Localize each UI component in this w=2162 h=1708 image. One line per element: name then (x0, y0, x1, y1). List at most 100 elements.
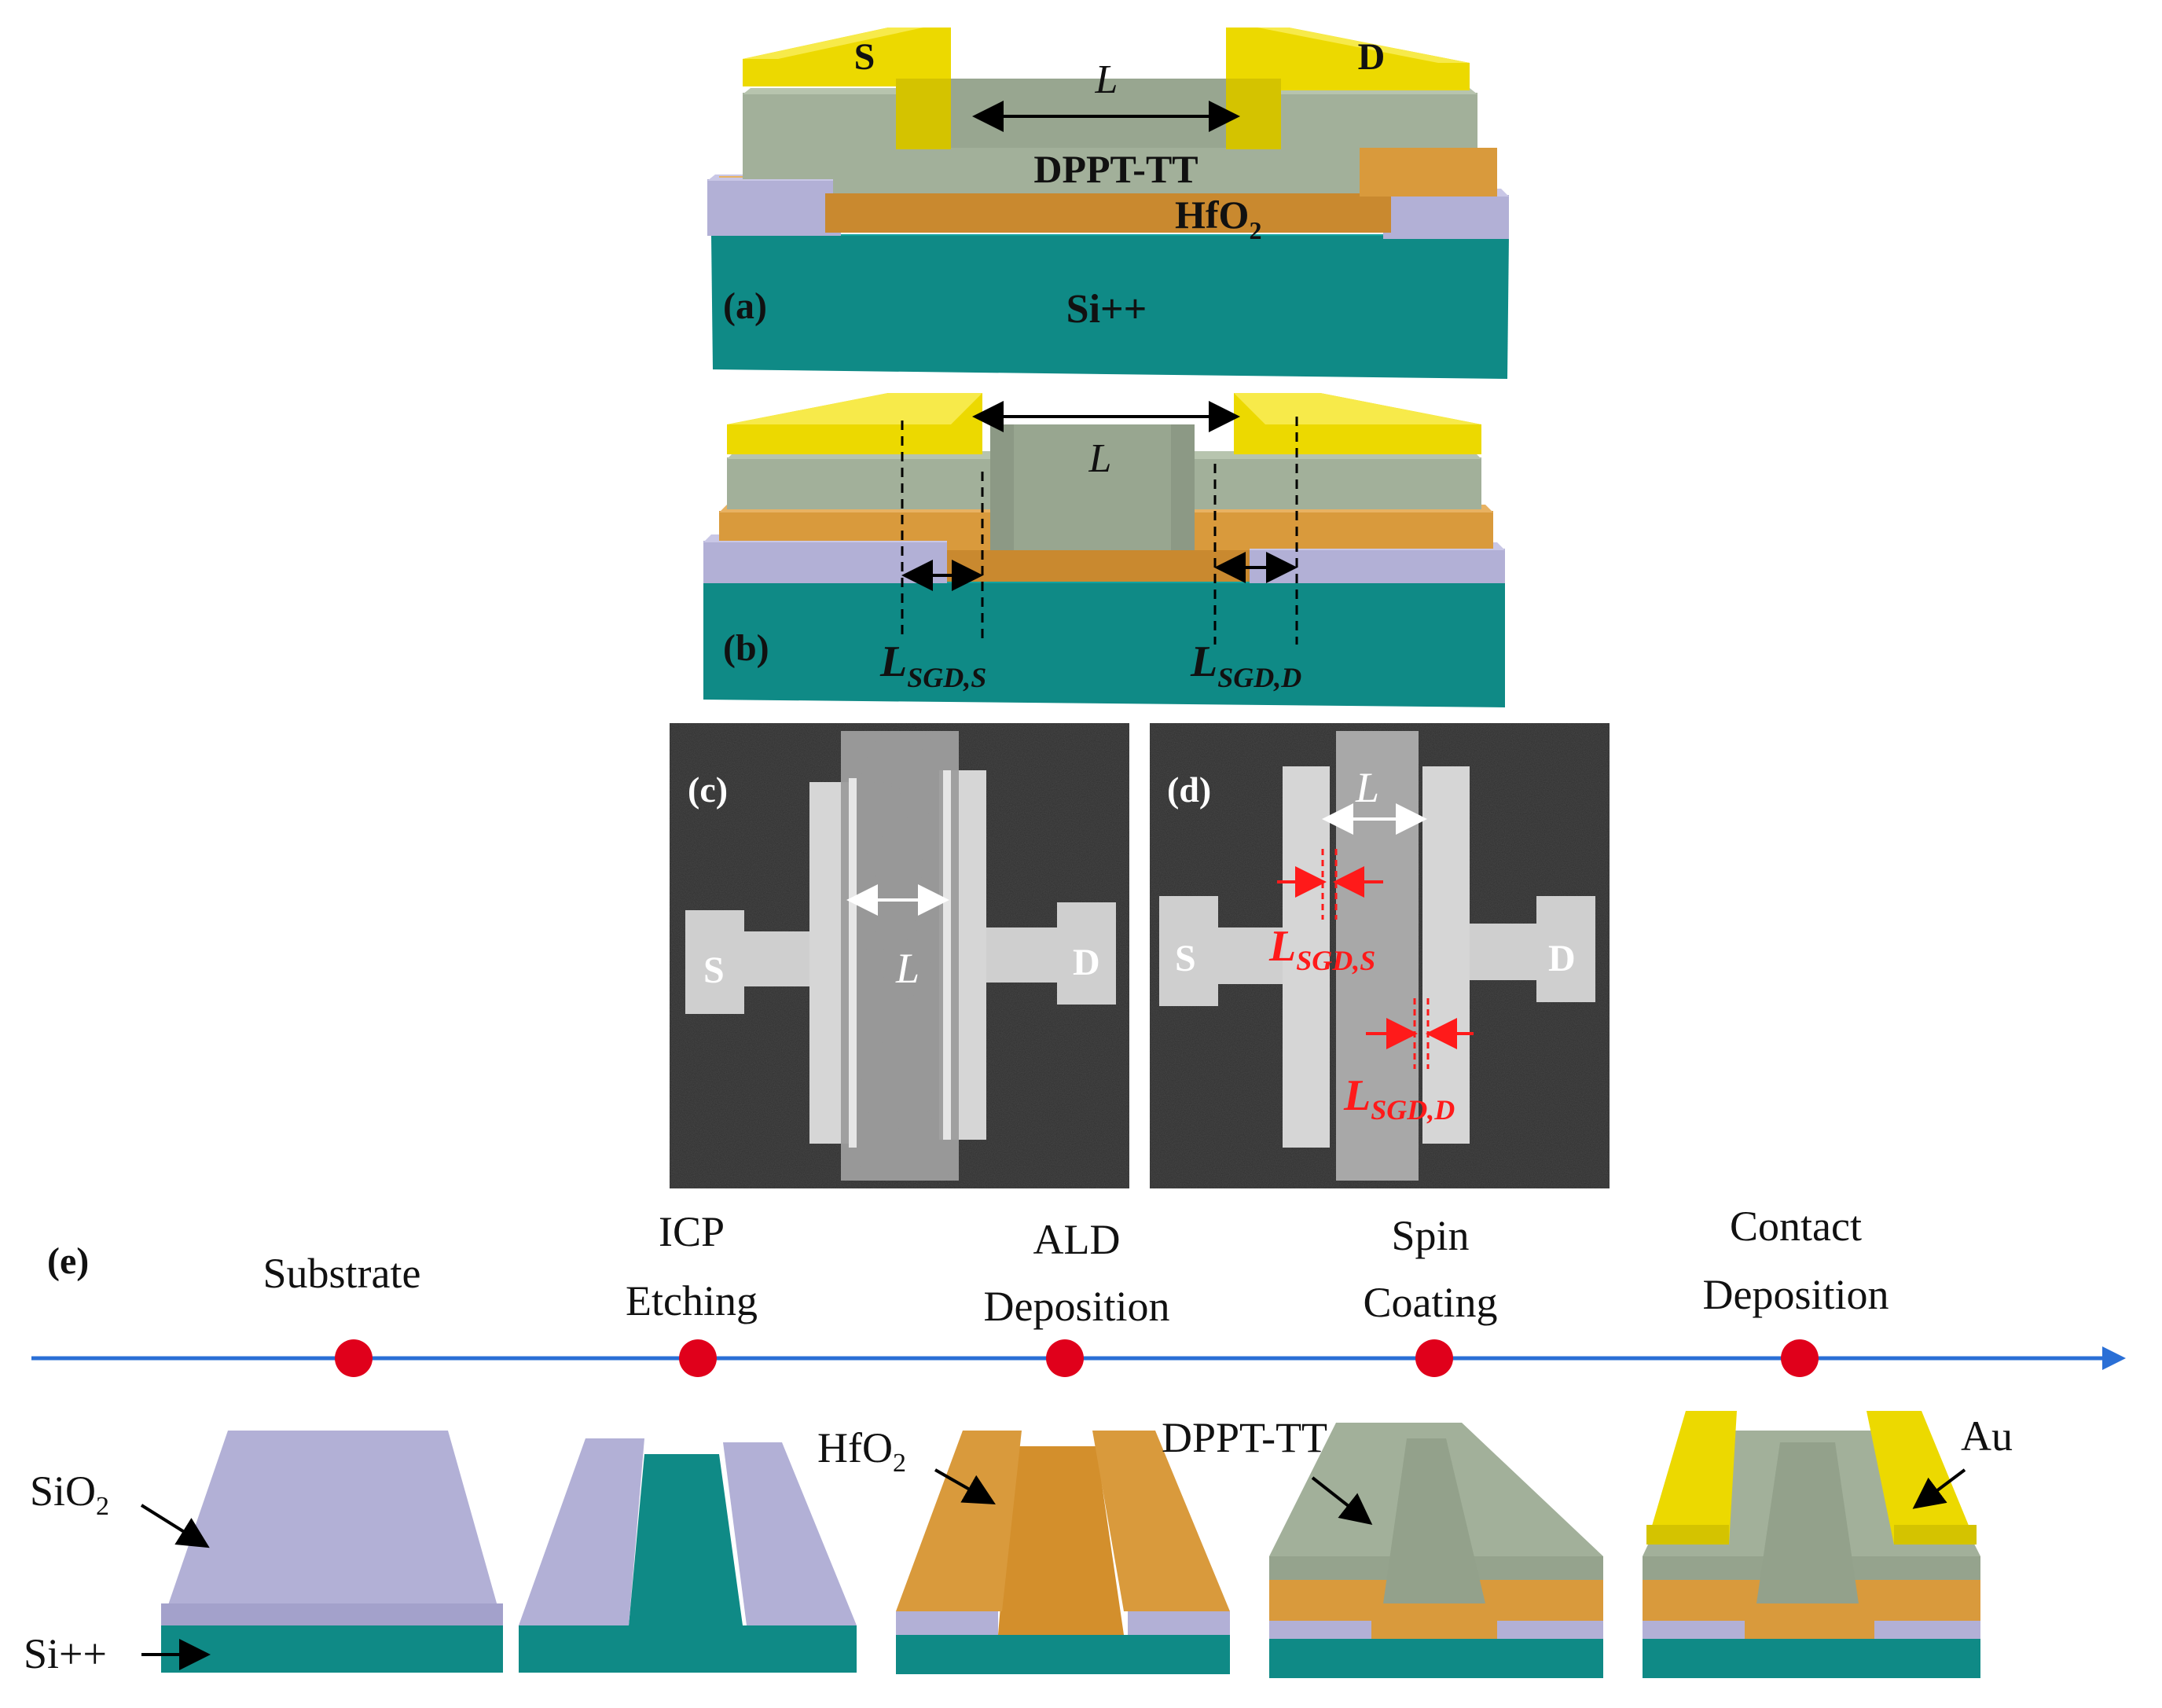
d-lsgd-d-main: L (1343, 1071, 1371, 1120)
e5-sio2-right (1874, 1621, 1980, 1639)
e5-gold-left (1646, 1411, 1737, 1545)
e-tag: (e) (47, 1240, 89, 1282)
c-drain-label: D (1073, 942, 1100, 983)
e5-sio2-left (1643, 1621, 1745, 1639)
e3-hfo2-right (1092, 1431, 1230, 1611)
c-source-neck (739, 931, 813, 986)
d-source-neck (1214, 927, 1285, 984)
d-source-pad (1159, 896, 1218, 1006)
e-step-2-line1: ICP (659, 1208, 725, 1255)
e5-gold-right-front (1894, 1525, 1977, 1545)
e-stack-3 (896, 1431, 1230, 1674)
a-length-label: L (1095, 57, 1118, 102)
c-length-label: L (895, 945, 919, 992)
d-length-label: L (1355, 764, 1379, 811)
panel-a: S D L DPPT-TT HfO2 (a) Si++ (707, 28, 1509, 379)
d-lsgd-d-label: LSGD,D (1343, 1071, 1455, 1126)
a-tag: (a) (723, 285, 767, 327)
e5-hfo2 (1643, 1580, 1980, 1639)
e-step-5-line1: Contact (1730, 1203, 1862, 1250)
e-stack-2 (519, 1438, 857, 1673)
b-lsgd-d-sub: SGD,D (1217, 662, 1301, 693)
b-dppt-trench (1014, 424, 1171, 550)
d-lsgd-s-main: L (1268, 922, 1296, 971)
c-source-pad (685, 910, 744, 1014)
b-tag: (b) (723, 627, 769, 669)
a-gold-source-face (896, 79, 951, 149)
d-source-label: S (1175, 938, 1196, 979)
d-drain-pad (1536, 896, 1595, 1002)
e-step-1-line1: Substrate (263, 1250, 421, 1297)
e5-gold-left-front (1646, 1525, 1729, 1545)
e5-dppt-trench (1756, 1442, 1859, 1603)
e1-sio2 (161, 1431, 503, 1625)
panel-d: L LSGD,S LSGD,D (d) S D (1150, 723, 1610, 1188)
e-dppt-label: DPPT-TT (1162, 1414, 1327, 1461)
e2-si (519, 1625, 857, 1673)
panel-b: L (b) LSGD,S LSGD,D (703, 393, 1505, 707)
e3-sio2-left (896, 1611, 998, 1635)
d-lsgd-s-sub: SGD,S (1296, 945, 1375, 976)
e5-si (1643, 1639, 1980, 1678)
e-step-4-line2: Coating (1364, 1279, 1498, 1326)
a-hfo2-body (825, 193, 1391, 233)
e3-si (896, 1635, 1230, 1674)
a-hfo2-label: HfO2 (1175, 193, 1261, 244)
d-tag: (d) (1167, 770, 1211, 810)
a-si-label: Si++ (1066, 287, 1147, 332)
e-step-4-line1: Spin (1391, 1212, 1469, 1259)
panel-c: L (c) S D (670, 723, 1129, 1188)
b-lsgd-d-label: LSGD,D (1190, 637, 1301, 693)
b-sio2-left (703, 541, 947, 583)
e-sio2-label: SiO2 (30, 1467, 109, 1521)
e2-sio2-right (723, 1442, 857, 1625)
e-step-2-line2: Etching (626, 1277, 758, 1324)
b-dppt-trench-walls-r (1171, 424, 1195, 550)
b-dppt-trench-walls (990, 424, 1014, 550)
e-step-3-line1: ALD (1033, 1216, 1121, 1263)
e4-sio2-right (1497, 1621, 1603, 1639)
c-source-label: S (703, 950, 725, 991)
e-step-dot-4 (1415, 1339, 1453, 1377)
e2-sio2-left (519, 1438, 644, 1625)
e-hfo2-pointer (934, 1468, 996, 1504)
b-si-block (703, 582, 1505, 707)
b-lsgd-s-label: LSGD,S (879, 637, 986, 693)
e4-dppt-trench (1383, 1438, 1485, 1603)
a-gold-drain-top (1257, 28, 1470, 63)
e-hfo2-label: HfO2 (817, 1424, 906, 1478)
e-step-dot-1 (335, 1339, 373, 1377)
d-lsgd-s-label: LSGD,S (1268, 922, 1375, 976)
e-step-3-line2: Deposition (984, 1283, 1170, 1330)
a-source-label: S (854, 36, 875, 78)
c-drain-pad (1057, 902, 1116, 1005)
e-hfo2-base: HfO (817, 1424, 893, 1471)
e4-si (1269, 1639, 1603, 1678)
c-tag: (c) (688, 770, 728, 810)
e-au-pointer (1912, 1468, 1966, 1509)
b-lsgd-s-sub: SGD,S (907, 662, 986, 693)
panel-e: (e) Substrate ICP Etching ALD Deposition… (24, 1203, 2126, 1678)
b-hfo2-channel (947, 550, 1250, 582)
c-drain-neck (986, 927, 1061, 983)
e4-sio2-left (1269, 1621, 1371, 1639)
e-au-label: Au (1961, 1412, 2013, 1460)
b-sio2-right (1250, 549, 1505, 583)
c-semiconductor-strip (841, 731, 959, 1181)
a-hfo2-sub: 2 (1249, 216, 1261, 244)
a-gold-drain (1226, 28, 1470, 149)
e2-si-trench (629, 1454, 743, 1625)
e-stack-1 (161, 1431, 503, 1673)
e4-hfo2 (1269, 1580, 1603, 1639)
e-sio2-sub: 2 (96, 1492, 109, 1521)
b-gold-drain-top (1234, 393, 1481, 424)
b-gold-source-top (727, 393, 982, 424)
a-sio2-left (707, 179, 841, 236)
a-si-block (711, 236, 1509, 379)
e-step-dot-3 (1046, 1339, 1084, 1377)
a-hfo2-base: HfO (1175, 193, 1249, 237)
d-lsgd-d-sub: SGD,D (1371, 1094, 1455, 1126)
e-si-label: Si++ (24, 1630, 107, 1677)
e1-sio2-front (161, 1603, 503, 1625)
